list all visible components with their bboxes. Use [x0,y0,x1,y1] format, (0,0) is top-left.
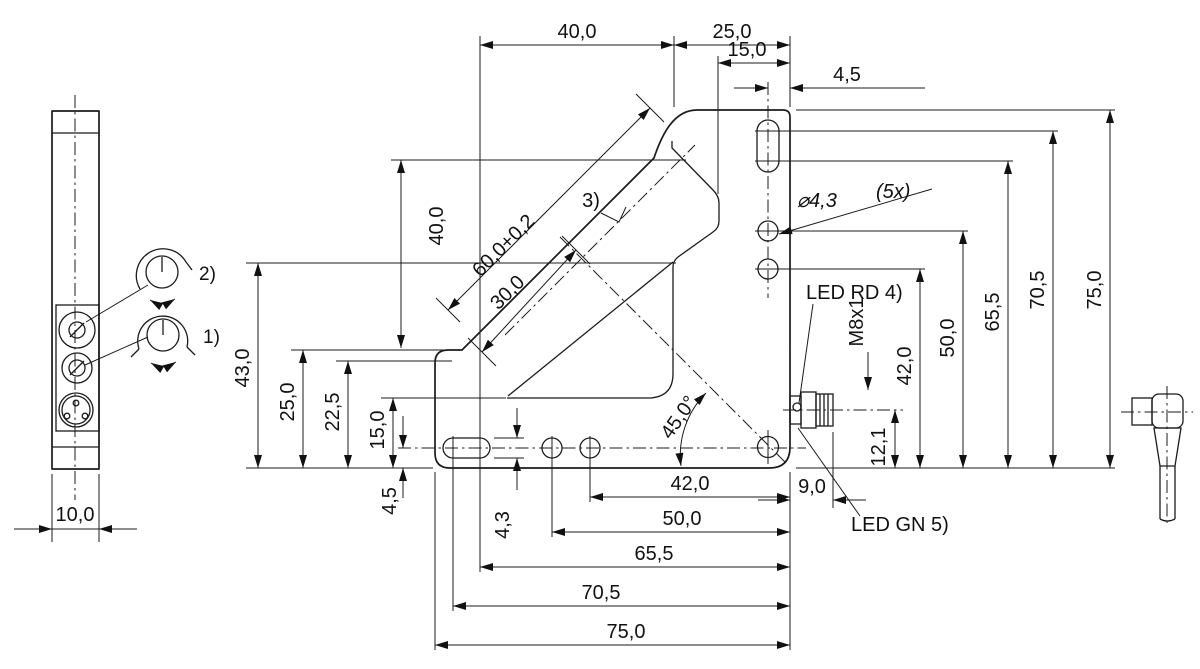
dim-diag-60: 60,0+0,2 [468,210,539,281]
main-view: 40,0 25,0 15,0 4,5 43,0 25,0 22,5 15,0 [232,21,1115,650]
dim-bottom-42: 42,0 [671,473,710,495]
dim-bottom-50: 50,0 [663,508,702,530]
cable [1159,518,1176,522]
slot-hole-bottom [442,437,491,459]
pot-1 [61,352,93,384]
head-edge [507,261,674,397]
dim-right-65-5: 65,5 [982,293,1004,332]
dim-left-4-5: 4,5 [379,487,401,515]
dim-left-15: 15,0 [367,411,389,450]
dim-10-0: 10,0 [56,504,95,526]
knob-2-label: 2) [199,264,216,285]
dim-side-width: 10,0 [14,474,137,542]
dim-chain-top: 40,0 25,0 15,0 4,5 [479,21,925,572]
dim-bottom-70-5: 70,5 [582,582,621,604]
dim-diagonal: 60,0+0,2 30,0 45,0° [435,93,707,467]
dim-top-4-5: 4,5 [833,64,861,86]
dim-right-75: 75,0 [1084,271,1106,310]
dim-left-22-5: 22,5 [322,393,344,432]
callout-led-green: LED GN 5) [851,514,949,536]
lens-boss-profile [507,141,720,399]
callout-note-3: 3) [582,190,600,212]
callout-led-red: LED RD 4) [806,282,903,304]
dim-left-25: 25,0 [277,383,299,422]
dim-right-50: 50,0 [937,319,959,358]
dim-top-40: 40,0 [558,21,597,43]
dim-right-70-5: 70,5 [1027,271,1049,310]
callout-hole-dia: ⌀4,3 [797,190,837,212]
dim-right-42: 42,0 [894,347,916,386]
m8-connector [783,391,903,429]
knob-1-label: 1) [203,327,220,348]
adjustment-knob-1: 1) [84,315,220,374]
dim-chain-bottom: 42,0 50,0 65,5 70,5 75,0 [434,436,790,650]
sensor-outline [434,109,791,469]
dim-bottom-75: 75,0 [607,621,646,643]
dim-top-15: 15,0 [728,39,767,61]
pot-box [55,304,100,432]
dim-chain-left: 43,0 25,0 22,5 15,0 40,0 4,5 4,3 [232,159,686,539]
led-indicator [792,402,802,412]
cable-connector [1121,386,1193,524]
callouts: ⌀4,3 (5x) 3) LED RD 4) LED GN 5) M8x1 [582,181,949,536]
side-view: 2) 1) 10,0 [14,95,220,542]
dim-left-43: 43,0 [232,349,254,388]
callout-hole-count: (5x) [876,181,910,203]
adjustment-knob-2: 2) [85,248,216,323]
dim-bottom-65-5: 65,5 [635,543,674,565]
m8-socket-face [58,392,94,428]
side-body [51,110,100,470]
dim-left-4-3: 4,3 [492,511,514,539]
dim-angle-45: 45,0° [657,392,702,443]
dim-right-12-1: 12,1 [868,428,890,467]
head-axis [504,144,696,336]
dim-left-40: 40,0 [426,207,448,246]
dim-chain-right: 42,0 50,0 65,5 70,5 75,0 12,1 9,0 [755,109,1115,650]
callout-thread: M8x1 [846,298,868,347]
dim-top-25: 25,0 [713,21,752,43]
pot-2 [58,311,96,349]
dim-right-9: 9,0 [798,476,826,498]
